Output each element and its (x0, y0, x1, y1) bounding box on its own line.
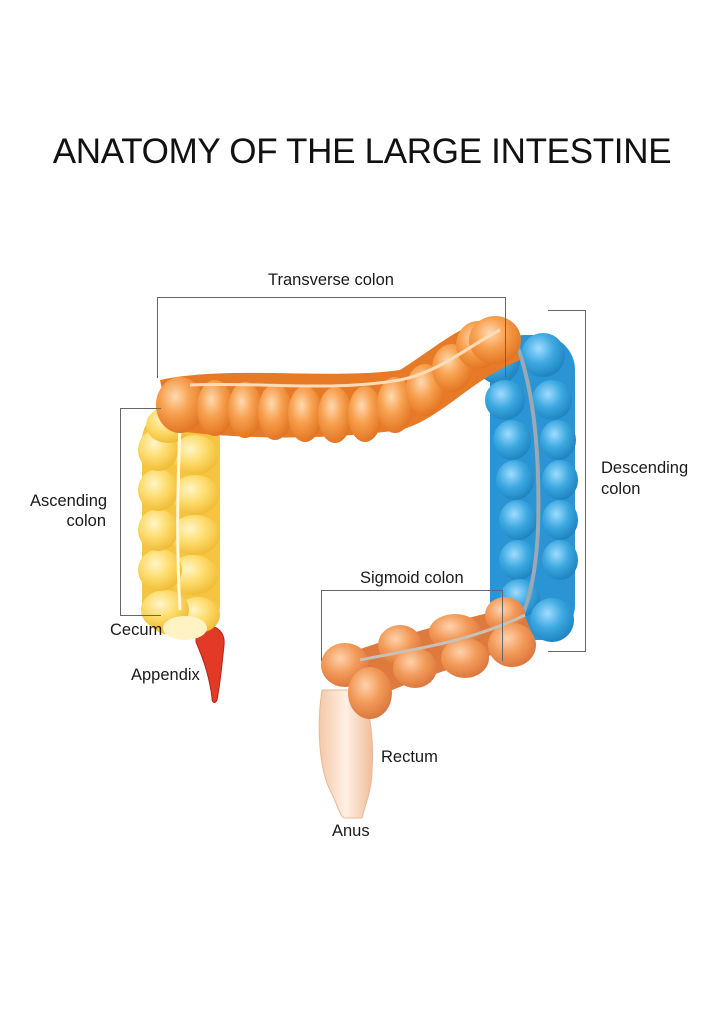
label-sigmoid-colon: Sigmoid colon (360, 569, 464, 587)
rectum-shape (318, 689, 373, 819)
ascending-bracket (120, 408, 161, 616)
transverse-bracket (157, 297, 506, 378)
label-ascending-colon-line1: Ascending (30, 492, 108, 510)
label-descending-colon-line2: colon (601, 480, 641, 498)
label-appendix: Appendix (131, 666, 200, 684)
descending-colon-shape (476, 333, 578, 642)
label-transverse-colon: Transverse colon (268, 271, 394, 289)
sigmoid-colon-shape (321, 597, 536, 719)
label-ascending-colon-line2: colon (66, 512, 106, 530)
label-rectum: Rectum (381, 748, 438, 766)
descending-bracket (548, 310, 586, 652)
transverse-colon-shape (156, 316, 521, 443)
label-cecum: Cecum (110, 621, 163, 639)
label-descending-colon-line1: Descending (601, 459, 689, 477)
diagram-title: ANATOMY OF THE LARGE INTESTINE (52, 132, 672, 171)
sigmoid-bracket (321, 590, 503, 661)
ascending-colon-shape (138, 407, 220, 640)
label-anus: Anus (332, 822, 370, 840)
appendix-shape (195, 625, 225, 703)
